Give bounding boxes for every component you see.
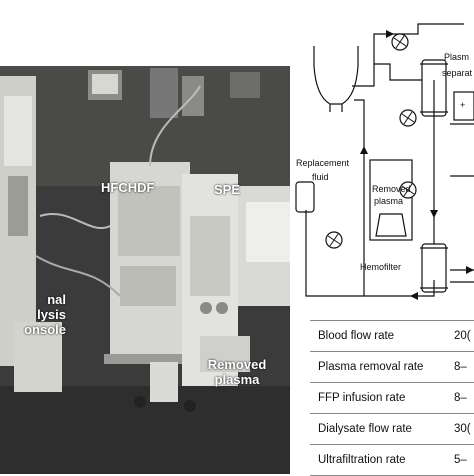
circuit-schematic: + Plasm separat Replacement fluid Remove… <box>295 23 474 300</box>
dialysis-console-label: nal lysis onsole <box>0 292 66 337</box>
removed-plasma-diagram-label-1: Removed <box>372 184 411 194</box>
replacement-fluid-label-1: Replacement <box>296 158 350 168</box>
treatment-setup-photo: HFCHDF SPE nal lysis onsole Removed plas… <box>0 66 290 474</box>
patient-outline <box>313 46 359 105</box>
settings-table: Blood flow rate 20( Plasma removal rate … <box>310 320 474 476</box>
photo-scene <box>0 66 290 474</box>
table-row: Dialysate flow rate 30( <box>310 413 474 444</box>
replacement-fluid-label-2: fluid <box>312 172 329 182</box>
console-label-line-2: lysis <box>37 307 66 322</box>
circuit-diagram: + Plasm separat Replacement fluid Remove… <box>290 0 474 320</box>
removed-plasma-line-1: Removed <box>207 357 267 372</box>
plasma-line-left <box>374 63 422 81</box>
heater-box <box>453 91 474 121</box>
hfchdf-label: HFCHDF <box>101 180 155 195</box>
table-row: Ultrafiltration rate 5– <box>310 444 474 476</box>
row-value: 8– <box>454 392 467 404</box>
hemofilter-label: Hemofilter <box>360 262 401 272</box>
blood-line-top <box>406 23 464 35</box>
row-label: Dialysate flow rate <box>318 423 412 435</box>
row-value: 5– <box>454 454 467 466</box>
row-value: 20( <box>454 330 471 342</box>
hemofilter-body <box>421 243 447 293</box>
table-row: Blood flow rate 20( <box>310 320 474 351</box>
flow-arrow-icon <box>410 292 418 300</box>
right-loop <box>450 123 474 283</box>
table-row: Plasma removal rate 8– <box>310 351 474 382</box>
removed-plasma-photo-label: Removed plasma <box>202 357 272 387</box>
row-value: 8– <box>454 361 467 373</box>
flow-arrow-icon <box>386 30 394 38</box>
removed-plasma-bag <box>369 159 413 241</box>
flow-arrow-icon <box>466 266 474 274</box>
flow-arrow-icon <box>360 146 368 154</box>
row-label: Plasma removal rate <box>318 361 424 373</box>
row-value: 30( <box>454 423 471 435</box>
table-row: FFP infusion rate 8– <box>310 382 474 413</box>
flow-arrow-icon <box>430 210 438 218</box>
console-label-line-1: nal <box>47 292 66 307</box>
plasma-separator-label-2: separat <box>442 68 473 78</box>
console-label-line-3: onsole <box>24 322 66 337</box>
row-label: FFP infusion rate <box>318 392 406 404</box>
plasma-separator-label-1: Plasm <box>444 52 469 62</box>
removed-plasma-line-2: plasma <box>214 372 260 387</box>
row-label: Ultrafiltration rate <box>318 454 406 466</box>
plus-sign: + <box>460 100 465 110</box>
removed-plasma-diagram-label-2: plasma <box>374 196 403 206</box>
replacement-fluid-bag <box>295 181 315 213</box>
plasma-separator <box>421 59 447 117</box>
row-label: Blood flow rate <box>318 330 395 342</box>
spe-label: SPE <box>214 182 241 197</box>
replacement-line <box>305 210 364 297</box>
